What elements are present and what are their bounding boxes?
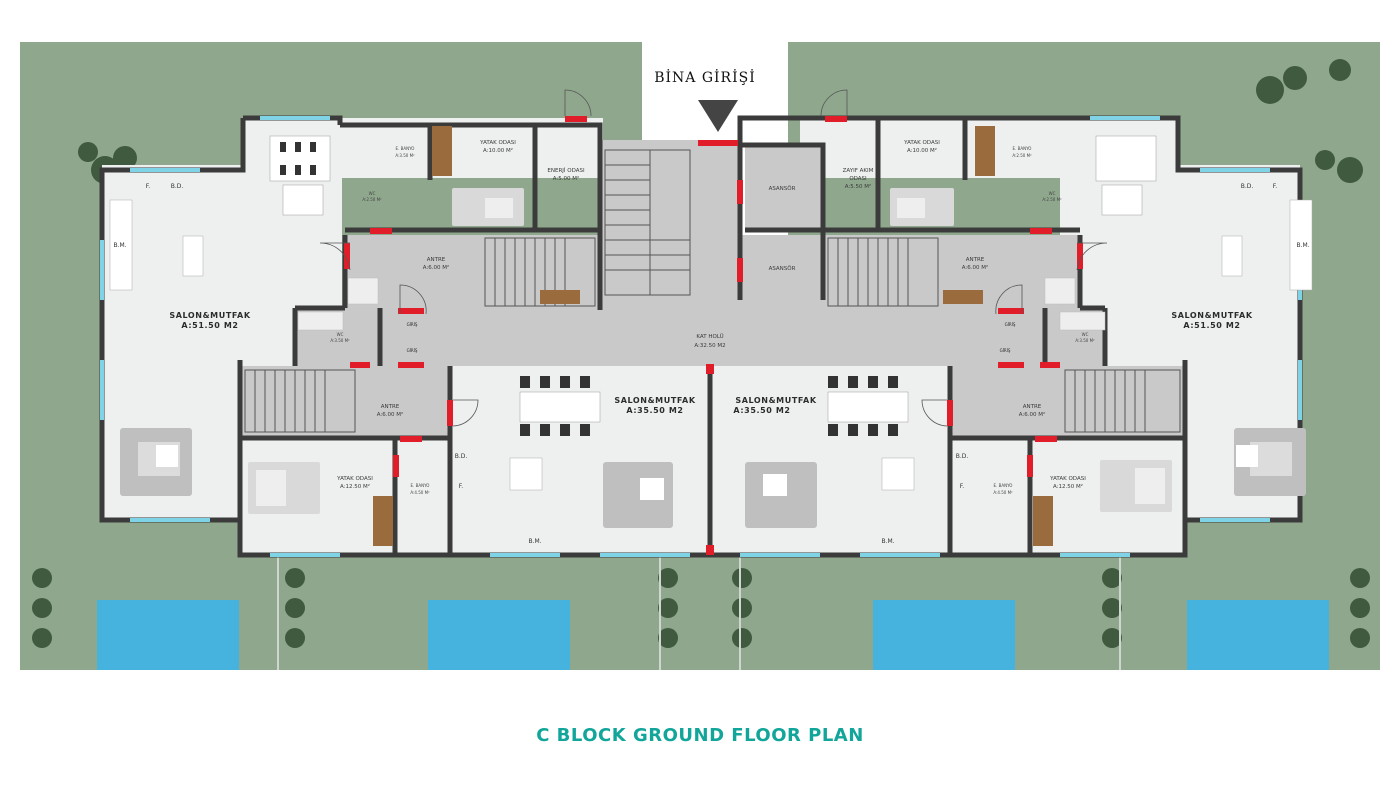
giris-label-3: GİRİŞ xyxy=(1005,322,1016,327)
salon-right-name: SALON&MUTFAK xyxy=(1171,311,1252,320)
fixture-bm-right: B.M. xyxy=(1296,242,1309,249)
yatak-top-left-name: YATAK ODASI xyxy=(479,140,516,146)
door-accents xyxy=(344,116,1083,555)
pool-3 xyxy=(873,600,1015,670)
antre-tr-name: ANTRE xyxy=(966,257,985,263)
antre-tl-area: A:6.00 M² xyxy=(423,264,449,271)
ebanyo-tl-name: E. BANYO xyxy=(396,146,415,151)
entrance-arrow-icon xyxy=(698,100,738,132)
trees xyxy=(32,59,1370,648)
salon-right-area: A:51.50 M2 xyxy=(1183,321,1240,330)
wc-tr-area: A:2.50 M² xyxy=(1042,197,1062,202)
yatak-top-right-name: YATAK ODASI xyxy=(903,140,940,146)
terrace-lines xyxy=(277,555,1121,670)
ebanyo-br-area: A:4.50 M² xyxy=(993,490,1013,495)
stairs xyxy=(244,149,1181,433)
ebanyo-br-name: E. BANYO xyxy=(994,483,1013,488)
yatak-top-left-area: A:10.00 M² xyxy=(483,147,513,154)
asansor-1-name: ASANSÖR xyxy=(769,185,796,192)
fixture-f-right: F. xyxy=(1273,183,1277,190)
pool-1 xyxy=(97,600,239,670)
ebanyo-tl-area: A:3.50 M² xyxy=(395,153,415,158)
fixture-bd-left: B.D. xyxy=(171,183,184,190)
fixture-f-left: F. xyxy=(146,183,150,190)
wc-mr-name: WC xyxy=(1082,332,1089,337)
fixture-f-cl: F. xyxy=(459,483,463,490)
antre-br-name: ANTRE xyxy=(1023,404,1042,410)
ebanyo-bl-area: A:4.50 M² xyxy=(410,490,430,495)
wc-ml-name: WC xyxy=(337,332,344,337)
ebanyo-tr-area: A:2.50 M² xyxy=(1012,153,1032,158)
yatak-bottom-right-name: YATAK ODASI xyxy=(1049,476,1086,482)
pool-4 xyxy=(1187,600,1329,670)
wc-ml-area: A:3.50 M² xyxy=(330,338,350,343)
antre-tl-name: ANTRE xyxy=(427,257,446,263)
circulation-areas xyxy=(240,140,1185,438)
furniture xyxy=(109,126,1313,546)
giris-label-1: GİRİŞ xyxy=(407,322,418,327)
yatak-bottom-left-name: YATAK ODASI xyxy=(336,476,373,482)
zayif-name: ZAYIF AKIM xyxy=(843,168,874,174)
antre-tr-area: A:6.00 M² xyxy=(962,264,988,271)
enerji-name: ENERJİ ODASI xyxy=(547,167,585,174)
giris-label-4: GİRİŞ xyxy=(1000,348,1011,353)
enerji-area: A:5.00 M² xyxy=(553,175,579,182)
wc-tr-name: WC xyxy=(1049,191,1056,196)
salon-center-left-name: SALON&MUTFAK xyxy=(614,396,695,405)
salon-center-right-name: SALON&MUTFAK xyxy=(735,396,816,405)
salon-left-name: SALON&MUTFAK xyxy=(169,311,250,320)
yatak-bottom-right-area: A:12.50 M² xyxy=(1053,483,1083,490)
kat-holu-area: A:32.50 M2 xyxy=(694,343,725,349)
door-swings xyxy=(319,89,1108,427)
kat-holu-name: KAT HOLÜ xyxy=(696,333,723,340)
zayif-name2: ODASI xyxy=(849,176,867,182)
salon-center-left-area: A:35.50 M2 xyxy=(626,406,683,415)
antre-bl-area: A:6.00 M² xyxy=(377,411,403,418)
salon-left-area: A:51.50 M2 xyxy=(181,321,238,330)
yatak-top-right-area: A:10.00 M² xyxy=(907,147,937,154)
pool-2 xyxy=(428,600,570,670)
fixture-bd-cr: B.D. xyxy=(956,453,969,460)
giris-label-2: GİRİŞ xyxy=(407,348,418,353)
fixture-bm-left: B.M. xyxy=(113,242,126,249)
yatak-bottom-left-area: A:12.50 M² xyxy=(340,483,370,490)
fixture-bd-cl: B.D. xyxy=(455,453,468,460)
wc-tl-area: A:2.50 M² xyxy=(362,197,382,202)
fixture-f-cr: F. xyxy=(960,483,964,490)
antre-br-area: A:6.00 M² xyxy=(1019,411,1045,418)
wc-tl-name: WC xyxy=(369,191,376,196)
entrance-label: BİNA GİRİŞİ xyxy=(654,70,756,86)
windows xyxy=(100,116,1302,557)
antre-bl-name: ANTRE xyxy=(381,404,400,410)
salon-center-right-area: A:35.50 M2 xyxy=(733,406,790,415)
plan-title: C BLOCK GROUND FLOOR PLAN xyxy=(536,725,864,746)
fixture-bm-cr: B.M. xyxy=(881,538,894,545)
zayif-area: A:5.50 M² xyxy=(845,183,871,190)
fixture-bm-cl: B.M. xyxy=(528,538,541,545)
grass-bottom-strip xyxy=(20,555,1380,670)
ebanyo-bl-name: E. BANYO xyxy=(411,483,430,488)
asansor-2-name: ASANSÖR xyxy=(769,265,796,272)
fixture-bd-right: B.D. xyxy=(1241,183,1254,190)
wc-mr-area: A:3.50 M² xyxy=(1075,338,1095,343)
ebanyo-tr-name: E. BANYO xyxy=(1013,146,1032,151)
